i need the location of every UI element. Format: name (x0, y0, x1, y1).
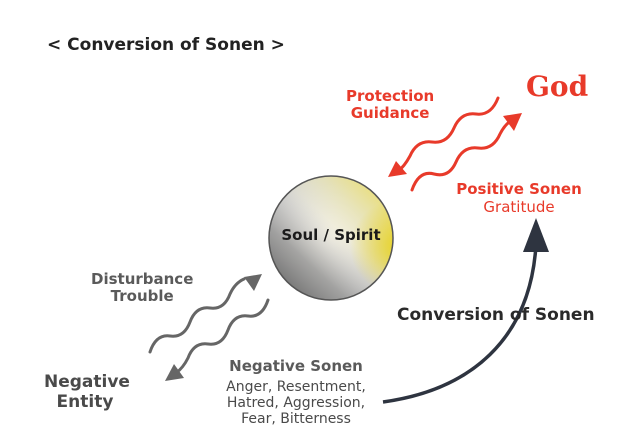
negative-sonen-title: Negative Sonen (229, 357, 363, 375)
positive-wave-arrow (410, 116, 518, 192)
negative-sonen-block: Negative Sonen Anger, Resentment, Hatred… (206, 357, 386, 428)
page-title: < Conversion of Sonen > (47, 35, 285, 55)
disturbance-line-2: Trouble (110, 287, 174, 305)
disturbance-line-1: Disturbance (91, 270, 194, 288)
negative-entity-label: Negative Entity (44, 372, 130, 412)
soul-sphere (268, 175, 394, 301)
conversion-label: Conversion of Sonen (397, 305, 595, 325)
protection-line-1: Protection (346, 87, 435, 105)
soul-label: Soul / Spirit (281, 226, 381, 244)
positive-sonen-block: Positive Sonen Gratitude (452, 181, 586, 217)
protection-wave-arrow (396, 96, 500, 173)
disturbance-arrowhead (244, 274, 262, 291)
negative-arrowhead (165, 364, 184, 381)
god-label: God (526, 70, 589, 103)
protection-label: Protection Guidance (346, 88, 434, 122)
disturbance-label: Disturbance Trouble (91, 271, 193, 305)
protection-line-2: Guidance (350, 104, 430, 122)
conversion-arrow (382, 244, 538, 404)
negative-wave-arrow (174, 298, 270, 375)
positive-sonen-title: Positive Sonen (456, 180, 582, 198)
conversion-arrowhead (523, 218, 549, 252)
negative-sonen-detail-1: Anger, Resentment, (226, 379, 366, 395)
negative-sonen-detail-2: Hatred, Aggression, (226, 395, 366, 411)
negative-sonen-detail-3: Fear, Bitterness (241, 411, 351, 427)
positive-sonen-detail: Gratitude (483, 198, 555, 216)
protection-arrowhead (388, 161, 407, 177)
disturbance-wave-arrow (148, 277, 246, 354)
positive-arrowhead (503, 113, 522, 131)
negative-entity-line-2: Entity (56, 392, 114, 412)
negative-entity-line-1: Negative (44, 372, 130, 392)
